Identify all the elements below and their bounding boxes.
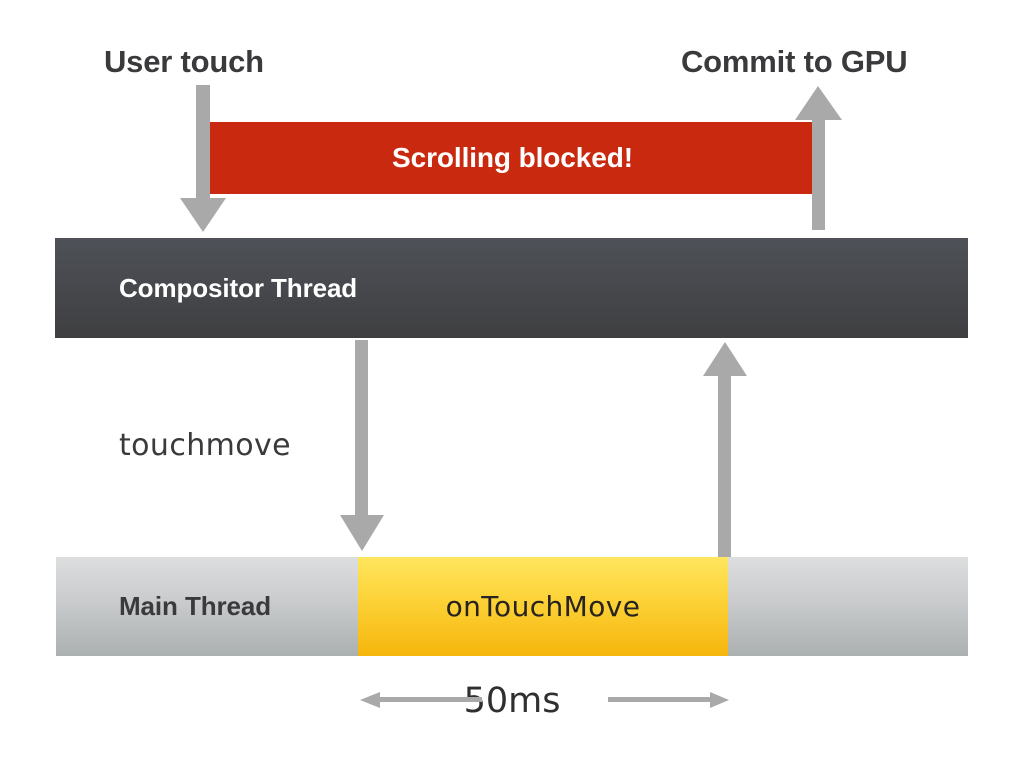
main-thread-label: Main Thread: [119, 591, 272, 621]
user-touch-label: User touch: [104, 44, 264, 79]
scrolling-blocked-label: Scrolling blocked!: [392, 142, 633, 173]
compositor-thread-lane: Compositor Thread: [55, 238, 968, 338]
arrow-compositor-to-main-thread: [340, 340, 384, 551]
duration-label: 50ms: [463, 681, 561, 721]
scrolling-blocked-banner: Scrolling blocked!: [207, 122, 818, 194]
commit-to-gpu-label: Commit to GPU: [681, 44, 908, 79]
duration-label-container: 50ms: [0, 681, 1024, 721]
arrow-main-thread-to-compositor: [703, 342, 747, 557]
touchmove-event-label: touchmove: [119, 428, 292, 463]
ontouchmove-label: onTouchMove: [445, 590, 641, 623]
compositor-thread-label: Compositor Thread: [119, 272, 358, 303]
ontouchmove-task-block: onTouchMove: [358, 557, 728, 656]
